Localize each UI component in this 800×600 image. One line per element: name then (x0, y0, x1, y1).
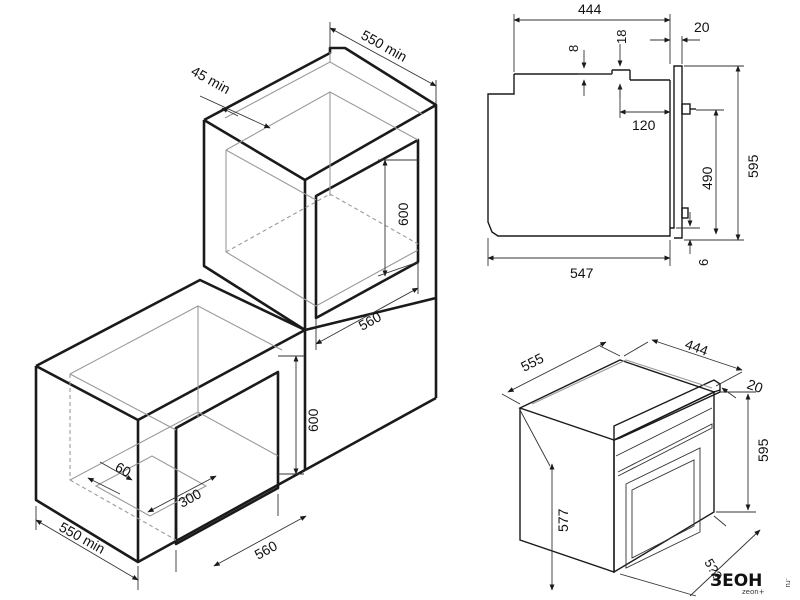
dim-side-120: 120 (619, 84, 671, 133)
dim-side-6: 6 (676, 212, 711, 266)
label-upper-height: 600 (395, 202, 411, 226)
dim-upper-height: 600 (377, 159, 419, 277)
dim-lower-depth: 550 min (35, 506, 139, 590)
label-side-8: 8 (566, 45, 581, 52)
dim-iso-595: 595 (716, 391, 771, 513)
label-upper-gap: 45 min (189, 63, 234, 97)
dim-side-panel: 20 (650, 19, 710, 64)
label-side-6: 6 (696, 259, 711, 266)
logo-text: ЗEOH (710, 571, 762, 591)
dim-side-18: 18 (614, 30, 629, 98)
label-iso-595: 595 (755, 438, 771, 462)
dim-lower-height: 600 (278, 355, 321, 475)
dim-iso-20: 20 (721, 376, 765, 399)
label-upper-depth: 550 min (359, 27, 410, 65)
label-lower-height: 600 (305, 408, 321, 432)
label-side-120: 120 (632, 117, 656, 133)
label-iso-555: 555 (518, 350, 546, 375)
dim-lower-vent-width: 300 (147, 475, 217, 513)
label-side-490: 490 (699, 166, 715, 190)
label-side-panel: 20 (694, 19, 710, 35)
dim-side-547: 547 (487, 238, 671, 281)
dim-iso-444: 444 (623, 336, 743, 387)
upper-cabinet (202, 46, 438, 332)
label-side-547: 547 (570, 265, 594, 281)
zeon-logo: ЗEOH zeon+ .ru (710, 571, 792, 596)
label-iso-444: 444 (683, 336, 711, 359)
label-lower-depth: 550 min (57, 519, 108, 557)
dim-side-8: 8 (566, 45, 612, 96)
lower-cabinet (34, 278, 438, 564)
dim-side-595: 595 (684, 65, 761, 241)
dim-iso-555: 555 (501, 341, 621, 405)
dim-side-top: 444 (513, 1, 671, 72)
oven-side-view (487, 65, 696, 239)
label-side-18: 18 (614, 30, 629, 44)
label-iso-20: 20 (745, 376, 765, 396)
logo-domain: .ru (784, 578, 792, 588)
dim-lower-vent-depth: 60 (87, 459, 135, 495)
label-lower-vent-depth: 60 (113, 459, 135, 481)
logo-subtext: zeon+ (742, 588, 765, 596)
label-side-595: 595 (745, 154, 761, 178)
dim-iso-577: 577 (519, 409, 571, 591)
label-side-top: 444 (578, 1, 602, 17)
label-iso-577: 577 (555, 508, 571, 532)
dim-upper-gap: 45 min (189, 63, 271, 129)
label-lower-width: 560 (252, 537, 280, 562)
dim-side-490: 490 (696, 109, 724, 235)
